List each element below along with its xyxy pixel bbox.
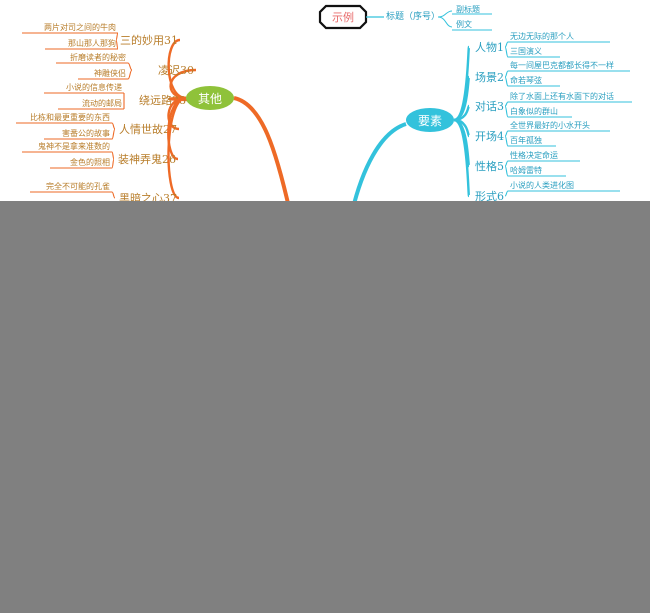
branch-title[interactable]: 装神弄鬼26 [118, 152, 176, 166]
leaf-connector [127, 62, 133, 71]
leaf-item[interactable]: 白象似的群山 [510, 106, 558, 116]
branch-title[interactable]: 凌迟30 [158, 63, 194, 77]
leaf-item[interactable]: 小说的人类进化图 [510, 180, 574, 190]
branch-title[interactable]: 场景2 [475, 70, 504, 84]
branch-title[interactable]: 性格5 [475, 159, 504, 173]
leaf-item[interactable]: 无边无际的那个人 [510, 31, 574, 41]
leaf-item[interactable]: 折磨读者的秘密 [70, 52, 126, 62]
leaf-connector [115, 39, 119, 50]
legend-sample: 例文 [456, 19, 472, 29]
node-elements-label: 要素 [418, 114, 442, 128]
node-other-bubble[interactable] [186, 86, 234, 110]
leaf-connector [504, 165, 509, 177]
leaf-connector [504, 41, 509, 48]
leaf-item[interactable]: 完全不可能的孔雀 [46, 181, 110, 191]
leaf-connector [504, 46, 509, 58]
leaf-connector [127, 69, 133, 80]
leaf-item[interactable]: 小说的信息传递 [66, 82, 122, 92]
leaf-connector [111, 191, 116, 199]
node-elements[interactable]: 要素 [406, 108, 454, 132]
leaf-item[interactable]: 那山那人那狗 [68, 38, 116, 48]
leaf-connector [504, 76, 509, 87]
branch-title[interactable]: 对话3 [475, 99, 504, 113]
legend-fork [437, 10, 453, 28]
leaf-item[interactable]: 两片对司之间的牛肉 [44, 22, 116, 32]
branch-group[interactable]: 形式6 小说的人类进化图 [453, 118, 620, 203]
leaf-item[interactable]: 除了水面上还有水面下的对话 [510, 91, 614, 101]
node-other-label: 其他 [198, 92, 222, 106]
leaf-connector [111, 128, 116, 140]
leaf-connector [504, 101, 509, 107]
leaf-item[interactable]: 流动的邮局 [82, 98, 122, 108]
leaf-connector [111, 122, 116, 130]
leaf-connector [504, 160, 509, 167]
branch-title[interactable]: 三的妙用31 [120, 33, 178, 47]
branch-title[interactable]: 人情世故27 [119, 122, 177, 136]
leaf-item[interactable]: 金色的照相 [70, 157, 110, 167]
leaf-item[interactable]: 鬼神不是拿来准数的 [38, 141, 110, 151]
legend-title-label: 标题（序号） [386, 10, 440, 22]
leaf-item[interactable]: 三国演义 [510, 46, 542, 56]
leaf-item[interactable]: 害番公的故事 [62, 128, 110, 138]
node-other[interactable]: 其他 [186, 86, 234, 110]
legend: 示例 标题（序号） 副标题 例文 [318, 4, 492, 31]
leaf-connector [504, 135, 509, 147]
gray-overlay [0, 201, 650, 613]
trunk-left [233, 96, 292, 213]
leaf-connector [111, 151, 115, 160]
legend-example-label: 示例 [332, 10, 354, 24]
leaf-connector [504, 190, 509, 197]
legend-example-node[interactable] [318, 4, 368, 30]
leaf-item[interactable]: 神雕侠侣 [94, 68, 126, 78]
leaf-item[interactable]: 哈姆雷特 [510, 165, 542, 175]
legend-subtitle: 副标题 [456, 4, 480, 14]
leaf-connector [504, 70, 509, 78]
node-elements-bubble[interactable] [406, 108, 454, 132]
leaf-connector [504, 105, 509, 118]
leaf-connector [115, 32, 119, 41]
branch-title[interactable]: 形式6 [475, 190, 504, 203]
branch-connector [167, 96, 187, 200]
branch-title[interactable]: 人物1 [475, 40, 504, 54]
leaf-item[interactable]: 每一间屋巴克都都长得不一样 [510, 60, 614, 70]
trunk-right [350, 122, 407, 213]
leaf-item[interactable]: 百年孤独 [510, 135, 542, 145]
leaf-item[interactable]: 全世界最好的小水开头 [510, 120, 590, 130]
leaf-item[interactable]: 比栋和最更重要的东西 [30, 112, 110, 122]
leaf-item[interactable]: 性格决定命运 [510, 150, 558, 160]
branch-other: 三的妙用31两片对司之间的牛肉那山那人那狗凌迟30折磨读者的秘密神雕侠侣绕远路2… [16, 22, 197, 205]
leaf-connector [111, 158, 115, 169]
branch-connector [453, 118, 471, 198]
branch-title[interactable]: 开场4 [475, 129, 504, 143]
leaf-connector [504, 130, 509, 137]
leaf-item[interactable]: 命若琴弦 [510, 75, 542, 85]
